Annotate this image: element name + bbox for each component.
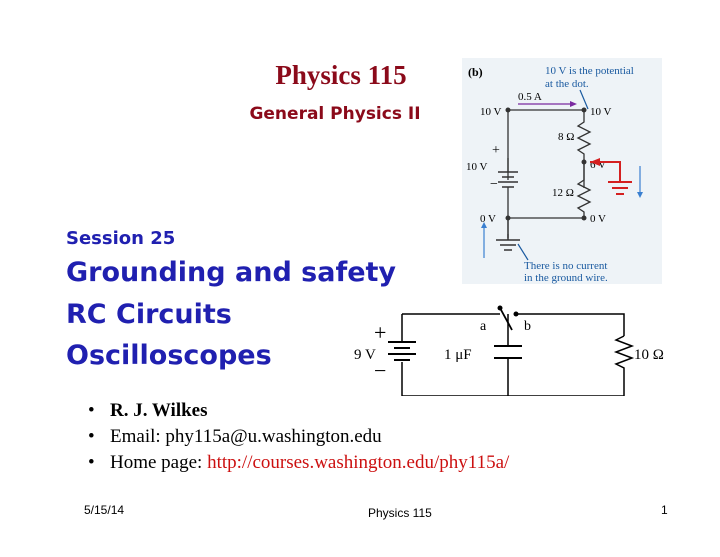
author-name: R. J. Wilkes [110,400,208,421]
voltage-divider-figure: (b) 10 V is the potential at the dot. 0.… [462,58,662,284]
bullet-homepage: •Home page: http://courses.washington.ed… [88,452,510,473]
slide-title: Physics 115 [275,60,407,90]
footer-date: 5/15/14 [84,503,125,517]
topic-oscilloscopes: Oscilloscopes [66,340,272,371]
topic-rc-circuits: RC Circuits [66,299,232,330]
r1-label: 8 Ω [558,131,574,143]
bullet-author: •R. J. Wilkes [88,400,208,421]
node-dot-top-right [581,107,587,113]
rc-plus: + [374,320,386,345]
figure-label: (b) [468,65,483,79]
slide-subtitle: General Physics II [249,104,421,124]
node-dot-bottom-left [505,215,511,221]
footer-page-number: 1 [661,503,668,517]
rc-wire-top-right [516,313,625,336]
v-top-right: 10 V [590,106,612,118]
homepage-label: Home page: [110,452,208,473]
v-top-left: 10 V [480,106,502,118]
note-bottom-line2: in the ground wire. [524,272,608,284]
note-top-line2: at the dot. [545,78,589,90]
rc-circuit-figure: a b + 9 V − 1 μF 10 Ω [354,305,664,396]
node-dot-mid [581,159,587,165]
figure-background [462,58,662,284]
rc-capacitor-label: 1 μF [444,347,472,363]
v-bot-right: 0 V [590,213,606,225]
capacitor-symbol [494,345,522,359]
r2-label: 12 Ω [552,187,574,199]
rc-minus: − [374,358,386,383]
switch-blade [499,307,513,331]
resistor-10-ohm [613,335,635,372]
homepage-link[interactable]: http://courses.washington.edu/phy115a/ [207,452,510,473]
battery-plus: + [492,143,500,158]
ground-icon [496,234,520,251]
footer-course: Physics 115 [368,506,432,520]
topic-grounding: Grounding and safety [66,257,397,288]
info-bullets: •R. J. Wilkes •Email: phy115a@u.washingt… [88,398,509,476]
node-dot-top-left [505,107,511,113]
red-ground-icon [608,181,632,195]
resistor-8-ohm [576,110,592,188]
note-bottom-line1: There is no current [524,260,607,272]
current-label: 0.5 A [518,91,542,103]
rc-battery-label: 9 V [354,347,376,363]
battery-voltage: 10 V [466,161,488,173]
rc-wire-loop [401,314,625,396]
note-top-line1: 10 V is the potential [545,65,634,77]
note-top-arrow [579,89,589,110]
battery-minus: − [490,177,498,192]
switch-contact [513,311,519,317]
v-bot-left: 0 V [480,213,496,225]
session-label: Session 25 [66,228,176,249]
switch-b-label: b [524,319,531,334]
rc-resistor-label: 10 Ω [634,347,664,363]
node-dot-bottom-right [581,215,587,221]
bullet-email: •Email: phy115a@u.washington.edu [88,426,382,447]
email-text: Email: phy115a@u.washington.edu [110,426,382,447]
resistor-12-ohm [576,162,592,218]
switch-a-label: a [480,319,487,334]
battery-9v-symbol [388,341,416,361]
